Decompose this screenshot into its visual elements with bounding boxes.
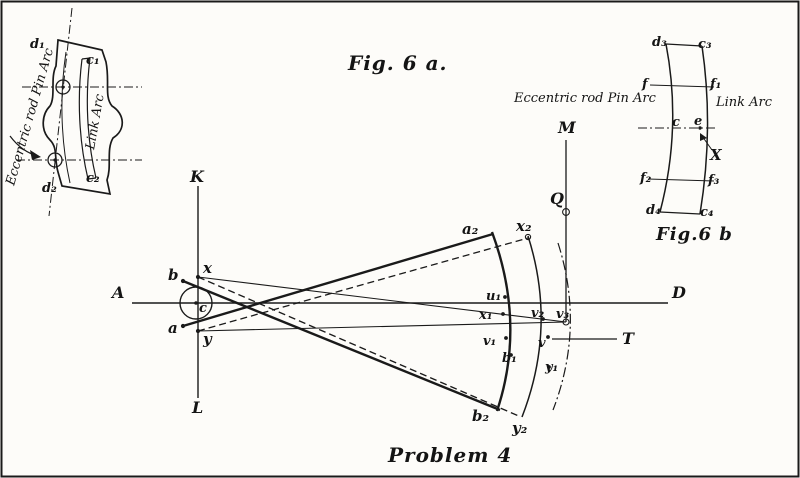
- point-b1-dot: [509, 353, 513, 357]
- lower-pin-hole: [47, 152, 63, 168]
- label-b2: b₂: [472, 407, 489, 425]
- pointer-arrow-head: [30, 150, 41, 160]
- label-K: K: [189, 167, 205, 186]
- label-y1: y₁: [544, 360, 558, 375]
- label-A: A: [110, 283, 124, 302]
- label-d2: d₂: [42, 181, 57, 196]
- link-arc-dashdot: [552, 242, 571, 411]
- label-c2: c₂: [86, 171, 100, 186]
- fig6a-title: Fig. 6 a.: [347, 51, 448, 75]
- point-b-dot: [180, 278, 186, 284]
- line-y-to-x2-dashed: [197, 237, 529, 332]
- x2-marker-circle: [524, 233, 532, 241]
- fig6b-strip-drawing: [638, 43, 718, 215]
- strip-right-edge: [699, 45, 709, 215]
- link-arc-a2-b2: [490, 231, 512, 412]
- label-u1: u₁: [486, 289, 501, 304]
- label-Q: Q: [550, 189, 564, 208]
- label-fig6b-pin-arc: Eccentric rod Pin Arc: [513, 91, 657, 106]
- label-c1: c₁: [86, 53, 100, 68]
- label-y2: y₂: [511, 419, 528, 437]
- label-f2: f₂: [639, 171, 652, 186]
- label-v3: v₃: [556, 307, 570, 322]
- point-e-dot: [698, 126, 702, 130]
- label-c4: c₄: [700, 205, 714, 220]
- point-y1-dot: [547, 365, 551, 369]
- label-f1: f₁: [709, 77, 721, 92]
- point-a-dot: [180, 323, 186, 329]
- point-u1-dot: [503, 295, 507, 299]
- v3-marker-circle: [562, 318, 570, 326]
- label-fig6b-link-arc: Link Arc: [715, 95, 773, 110]
- line-a-to-a2: [182, 232, 494, 328]
- link-body-outline: [42, 38, 124, 196]
- upper-pin-center-dot: [61, 85, 65, 89]
- f2-f3-line: [647, 178, 715, 182]
- f-f1-line: [649, 84, 715, 88]
- point-y-dot: [195, 328, 201, 334]
- main-valve-diagram: [132, 140, 668, 418]
- label-d1: d₁: [30, 37, 45, 52]
- label-x: x: [202, 259, 213, 277]
- fig6b-title: Fig.6 b: [655, 224, 733, 245]
- line-x-to-y2-dashed: [197, 276, 522, 418]
- link-arc-x2-y2: [521, 235, 542, 418]
- link-arc-slot-left: [78, 58, 89, 180]
- problem-title: Problem 4: [387, 443, 512, 467]
- label-c: c: [199, 301, 207, 316]
- label-T: T: [622, 329, 635, 348]
- label-L: L: [191, 398, 203, 417]
- link-axis-centerline: [48, 7, 73, 217]
- label-a: a: [168, 319, 178, 337]
- label-fig6a-pin-arc: Eccentric rod Pin Arc: [3, 46, 57, 188]
- link-arc-slot-caps: [81, 57, 97, 180]
- label-b: b: [168, 266, 179, 284]
- label-c-mid: c: [672, 115, 680, 130]
- label-a2: a₂: [462, 220, 479, 238]
- label-x-mark: X: [709, 146, 723, 164]
- lower-pin-center-dot: [53, 158, 57, 162]
- point-x1-dot: [501, 312, 505, 316]
- label-e-mid: e: [694, 114, 702, 129]
- label-x2: x₂: [515, 217, 532, 235]
- q-marker-circle: [562, 208, 570, 216]
- line-y-to-v3: [197, 321, 567, 332]
- label-d3: d₃: [652, 35, 667, 50]
- line-b-to-b2: [182, 279, 501, 412]
- label-M: M: [557, 118, 577, 137]
- label-x1: x₁: [478, 308, 492, 323]
- label-D: D: [671, 283, 686, 302]
- upper-pin-hole: [55, 79, 71, 95]
- link-arc-slot-right: [86, 57, 97, 179]
- pin-arc-edge: [61, 51, 71, 184]
- label-f3: f₃: [707, 173, 720, 188]
- point-c-dot: [194, 301, 198, 305]
- label-f: f: [641, 77, 650, 92]
- point-v2-dot: [541, 317, 545, 321]
- point-v-dot: [546, 335, 550, 339]
- point-v1-dot: [504, 336, 508, 340]
- label-y: y: [202, 330, 213, 348]
- strip-top-cap: [665, 43, 703, 47]
- strip-bottom-cap: [659, 211, 701, 215]
- fig6a-link-drawing: [9, 7, 142, 217]
- x-pointer-head: [700, 133, 707, 141]
- label-v1: v₁: [483, 334, 496, 349]
- label-b1: b₁: [502, 351, 517, 366]
- label-d4: d₄: [646, 203, 661, 218]
- label-v2: v₂: [531, 306, 545, 321]
- label-v: v: [538, 336, 546, 351]
- label-c3: c₃: [698, 37, 712, 52]
- point-x-dot: [195, 274, 201, 280]
